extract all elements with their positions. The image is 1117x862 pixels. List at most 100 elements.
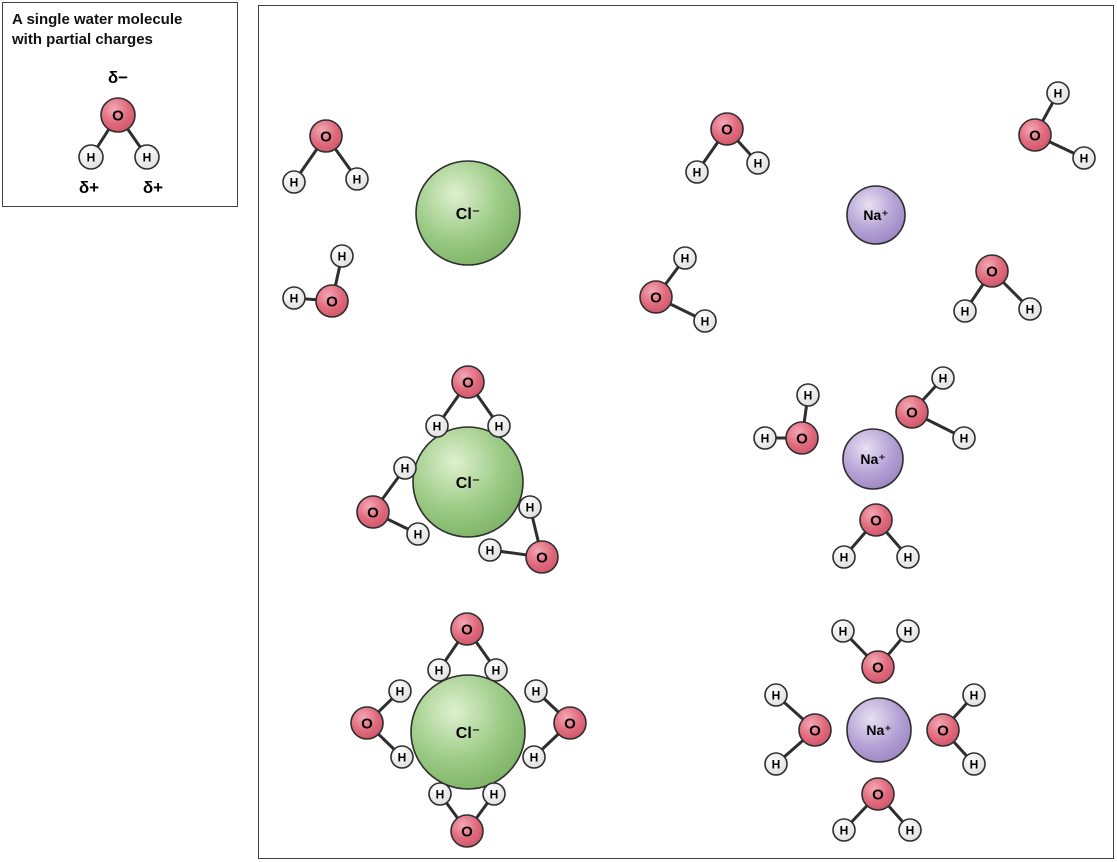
hydrogen-atom	[522, 745, 546, 769]
oxygen-atom	[100, 97, 136, 133]
hydrogen-atom	[896, 619, 920, 643]
oxygen-atom	[639, 280, 673, 314]
oxygen-atom	[350, 706, 384, 740]
hydrogen-atom	[388, 679, 412, 703]
hydrogen-atom-label: H	[840, 550, 849, 564]
hydrogen-atom-label: H	[530, 750, 539, 764]
hydrogen-atom-label: H	[401, 461, 410, 475]
oxygen-atom-label: O	[872, 786, 884, 803]
oxygen-atom	[1018, 118, 1052, 152]
oxygen-atom-label: O	[809, 722, 821, 739]
delta-plus-right-label: δ+	[143, 178, 163, 197]
hydrogen-atom	[487, 414, 511, 438]
oxygen-atom-label: O	[872, 659, 884, 676]
hydrogen-atom-label: H	[353, 172, 362, 186]
oxygen-atom	[450, 814, 484, 848]
oxygen-atom	[309, 119, 343, 153]
hydrogen-atom-label: H	[490, 787, 499, 801]
hydrogen-atom	[78, 144, 104, 170]
chloride-ion-sphere-label: Cl⁻	[456, 206, 480, 223]
hydrogen-atom	[282, 170, 306, 194]
solution-diagram-svg: Cl⁻ Na⁺ Cl⁻ Na⁺ Cl⁻ Na⁺ H H O H H O H H O H H O H H O H H O H H O H…	[282, 81, 1096, 848]
oxygen-atom-label: O	[361, 715, 373, 732]
oxygen-atom-label: O	[870, 512, 882, 529]
water-molecule: HHO	[753, 383, 820, 455]
hydrogen-atom-label: H	[433, 419, 442, 433]
hydrogen-atom	[393, 456, 417, 480]
water-molecule: H H O	[832, 777, 922, 842]
hydrogen-atom-label: H	[1026, 302, 1035, 316]
hydrogen-atom-label: H	[804, 388, 813, 402]
hydrogen-atom-label: H	[761, 431, 770, 445]
oxygen-atom-label: O	[986, 263, 998, 280]
hydrogen-atom-label: H	[840, 823, 849, 837]
hydrogen-atom-label: H	[1080, 151, 1089, 165]
hydrogen-atom	[406, 522, 430, 546]
hydrogen-atom	[1072, 146, 1096, 170]
hydrogen-atom	[478, 538, 502, 562]
hydrogen-atom-label: H	[939, 371, 948, 385]
oxygen-atom	[785, 421, 819, 455]
hydrogen-atom-label: H	[772, 688, 781, 702]
oxygen-atom-label: O	[906, 404, 918, 421]
hydrogen-atom	[282, 286, 306, 310]
oxygen-atom-label: O	[536, 549, 548, 566]
legend-title-line1: A single water molecule	[12, 11, 183, 28]
water-molecule: HHO	[478, 495, 559, 574]
sodium-ion-sphere-label: Na⁺	[866, 722, 891, 738]
hydrogen-atom	[1046, 81, 1070, 105]
hydrogen-atom	[832, 818, 856, 842]
hydrogen-atom-label: H	[904, 624, 913, 638]
oxygen-atom-label: O	[367, 504, 379, 521]
hydrogen-atom	[1018, 297, 1042, 321]
hydrogen-atom-label: H	[906, 823, 915, 837]
water-molecule: HHO	[895, 366, 976, 450]
sodium-ion-sphere	[842, 428, 904, 490]
hydrogen-atom	[427, 658, 451, 682]
sodium-ion-sphere	[846, 185, 906, 245]
legend-title: A single water molecule with partial cha…	[12, 10, 182, 49]
sodium-ion-sphere-label: Na⁺	[860, 451, 885, 467]
hydrogen-atom	[832, 545, 856, 569]
sodium-ion-sphere-label: Na⁺	[863, 207, 888, 223]
chloride-ion-sphere	[412, 426, 524, 538]
hydrogen-atom-label: H	[290, 291, 299, 305]
hydrogen-atom-label: H	[701, 314, 710, 328]
water-molecule: HHO	[639, 246, 717, 333]
hydrogen-atom	[330, 244, 354, 268]
oxygen-atom	[525, 540, 559, 574]
hydrogen-atom	[518, 495, 542, 519]
chloride-ion-sphere-label: Cl⁻	[456, 475, 480, 492]
oxygen-atom-label: O	[461, 621, 473, 638]
hydrogen-atom	[345, 167, 369, 191]
chloride-ion: Cl⁻	[412, 426, 524, 538]
water-molecule: HHO	[522, 679, 587, 769]
hydrogen-atom	[898, 818, 922, 842]
solution-box: Cl⁻ Na⁺ Cl⁻ Na⁺ Cl⁻ Na⁺ H H O H H O H H O H H O H H O H H O H H O H…	[258, 5, 1114, 859]
hydrogen-atom-label: H	[87, 150, 96, 164]
oxygen-atom-label: O	[112, 107, 124, 124]
hydrogen-atom-label: H	[396, 684, 405, 698]
hydrogen-atom-label: H	[772, 757, 781, 771]
hydrogen-atom-label: H	[1054, 86, 1063, 100]
hydrogen-atom-label: H	[338, 249, 347, 263]
legend-box: A single water molecule with partial cha…	[2, 2, 238, 207]
water-molecule: HHO	[926, 683, 986, 776]
sodium-ion: Na⁺	[846, 697, 912, 763]
chloride-ion: Cl⁻	[410, 674, 526, 790]
oxygen-atom	[356, 495, 390, 529]
oxygen-atom	[895, 395, 929, 429]
oxygen-atom-label: O	[937, 722, 949, 739]
hydrogen-atom	[484, 658, 508, 682]
hydrogen-atom-label: H	[492, 663, 501, 677]
hydrogen-atom	[428, 782, 452, 806]
water-molecule: H H O	[764, 683, 832, 776]
hydrogen-atom-label: H	[961, 304, 970, 318]
oxygen-atom-label: O	[326, 293, 338, 310]
oxygen-atom-label: O	[1029, 127, 1041, 144]
hydrogen-atom	[962, 683, 986, 707]
